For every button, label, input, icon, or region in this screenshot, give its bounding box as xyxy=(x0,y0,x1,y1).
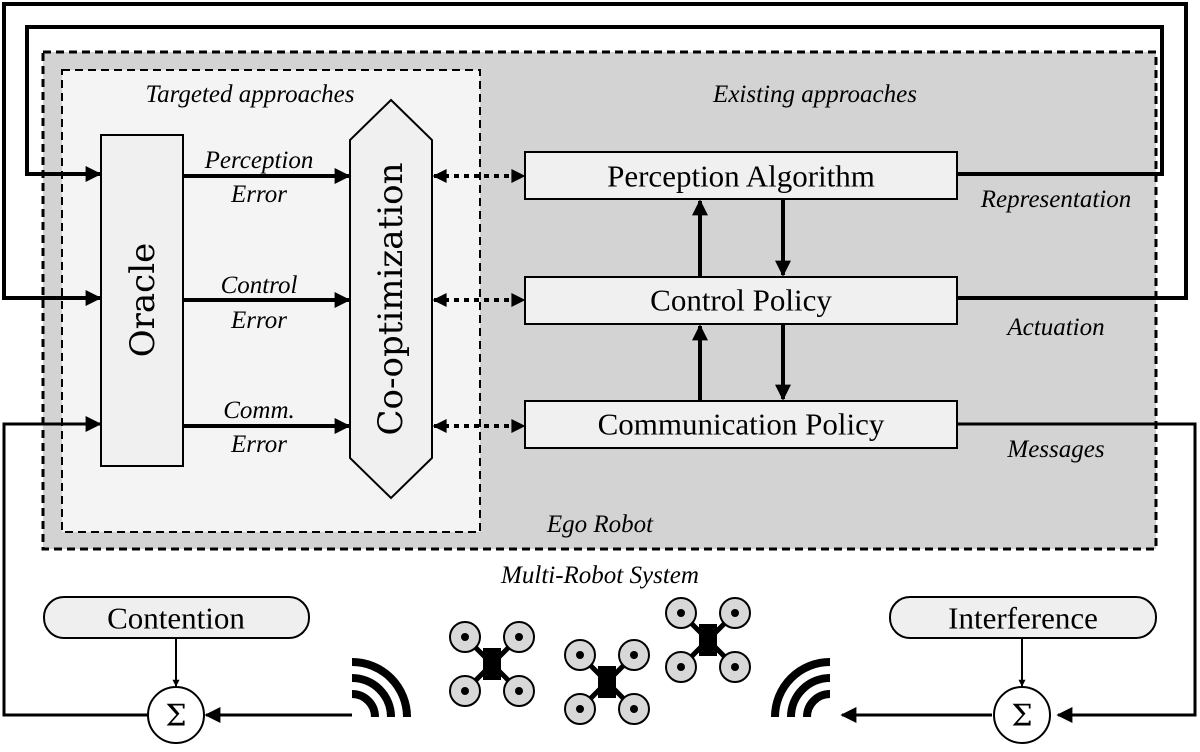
quadrotor-icon xyxy=(665,597,751,683)
communication-policy-block xyxy=(524,400,958,449)
contention-label: Contention xyxy=(107,601,245,636)
targeted-approaches-label: Targeted approaches xyxy=(145,81,354,108)
right-summation-node xyxy=(993,686,1051,744)
perception-error-label-line1: Perception xyxy=(204,147,314,174)
wireless-signal-icon-right xyxy=(771,658,831,718)
comm-error-label-line2: Error xyxy=(230,431,287,458)
quadrotor-icon xyxy=(449,621,535,707)
messages-output-line xyxy=(958,422,1197,723)
ego-robot-label: Ego Robot xyxy=(546,511,654,538)
perception-algorithm-block xyxy=(524,151,958,200)
perception-error-label-line2: Error xyxy=(230,181,287,208)
contention-block xyxy=(43,596,310,639)
communication-policy-label: Communication Policy xyxy=(598,407,885,442)
co-optimization-label: Co-optimization xyxy=(371,163,411,436)
interference-label: Interference xyxy=(948,601,1098,636)
actuation-feedback-loop xyxy=(2,2,1188,306)
interference-block xyxy=(889,596,1157,639)
left-summation-node xyxy=(147,686,205,744)
oracle-block xyxy=(100,134,184,467)
messages-input-line xyxy=(2,416,148,717)
messages-label: Messages xyxy=(1006,436,1104,463)
representation-feedback-loop xyxy=(25,25,1164,182)
quadrotor-icon xyxy=(564,639,650,725)
right-summation-symbol: Σ xyxy=(1011,699,1032,734)
co-optimization-block xyxy=(349,98,433,500)
comm-error-label-line1: Comm. xyxy=(223,397,295,424)
perception-algorithm-label: Perception Algorithm xyxy=(607,159,875,194)
existing-approaches-label: Existing approaches xyxy=(712,81,917,108)
representation-label: Representation xyxy=(980,186,1131,213)
left-summation-symbol: Σ xyxy=(165,699,186,734)
control-error-label-line2: Error xyxy=(230,307,287,334)
control-error-label-line1: Control xyxy=(221,272,298,299)
control-policy-block xyxy=(524,276,958,325)
multi-robot-system-label: Multi-Robot System xyxy=(500,562,699,589)
control-policy-label: Control Policy xyxy=(650,283,832,318)
actuation-label: Actuation xyxy=(1005,314,1104,341)
wireless-signal-icon xyxy=(351,658,411,718)
oracle-label: Oracle xyxy=(123,243,163,357)
